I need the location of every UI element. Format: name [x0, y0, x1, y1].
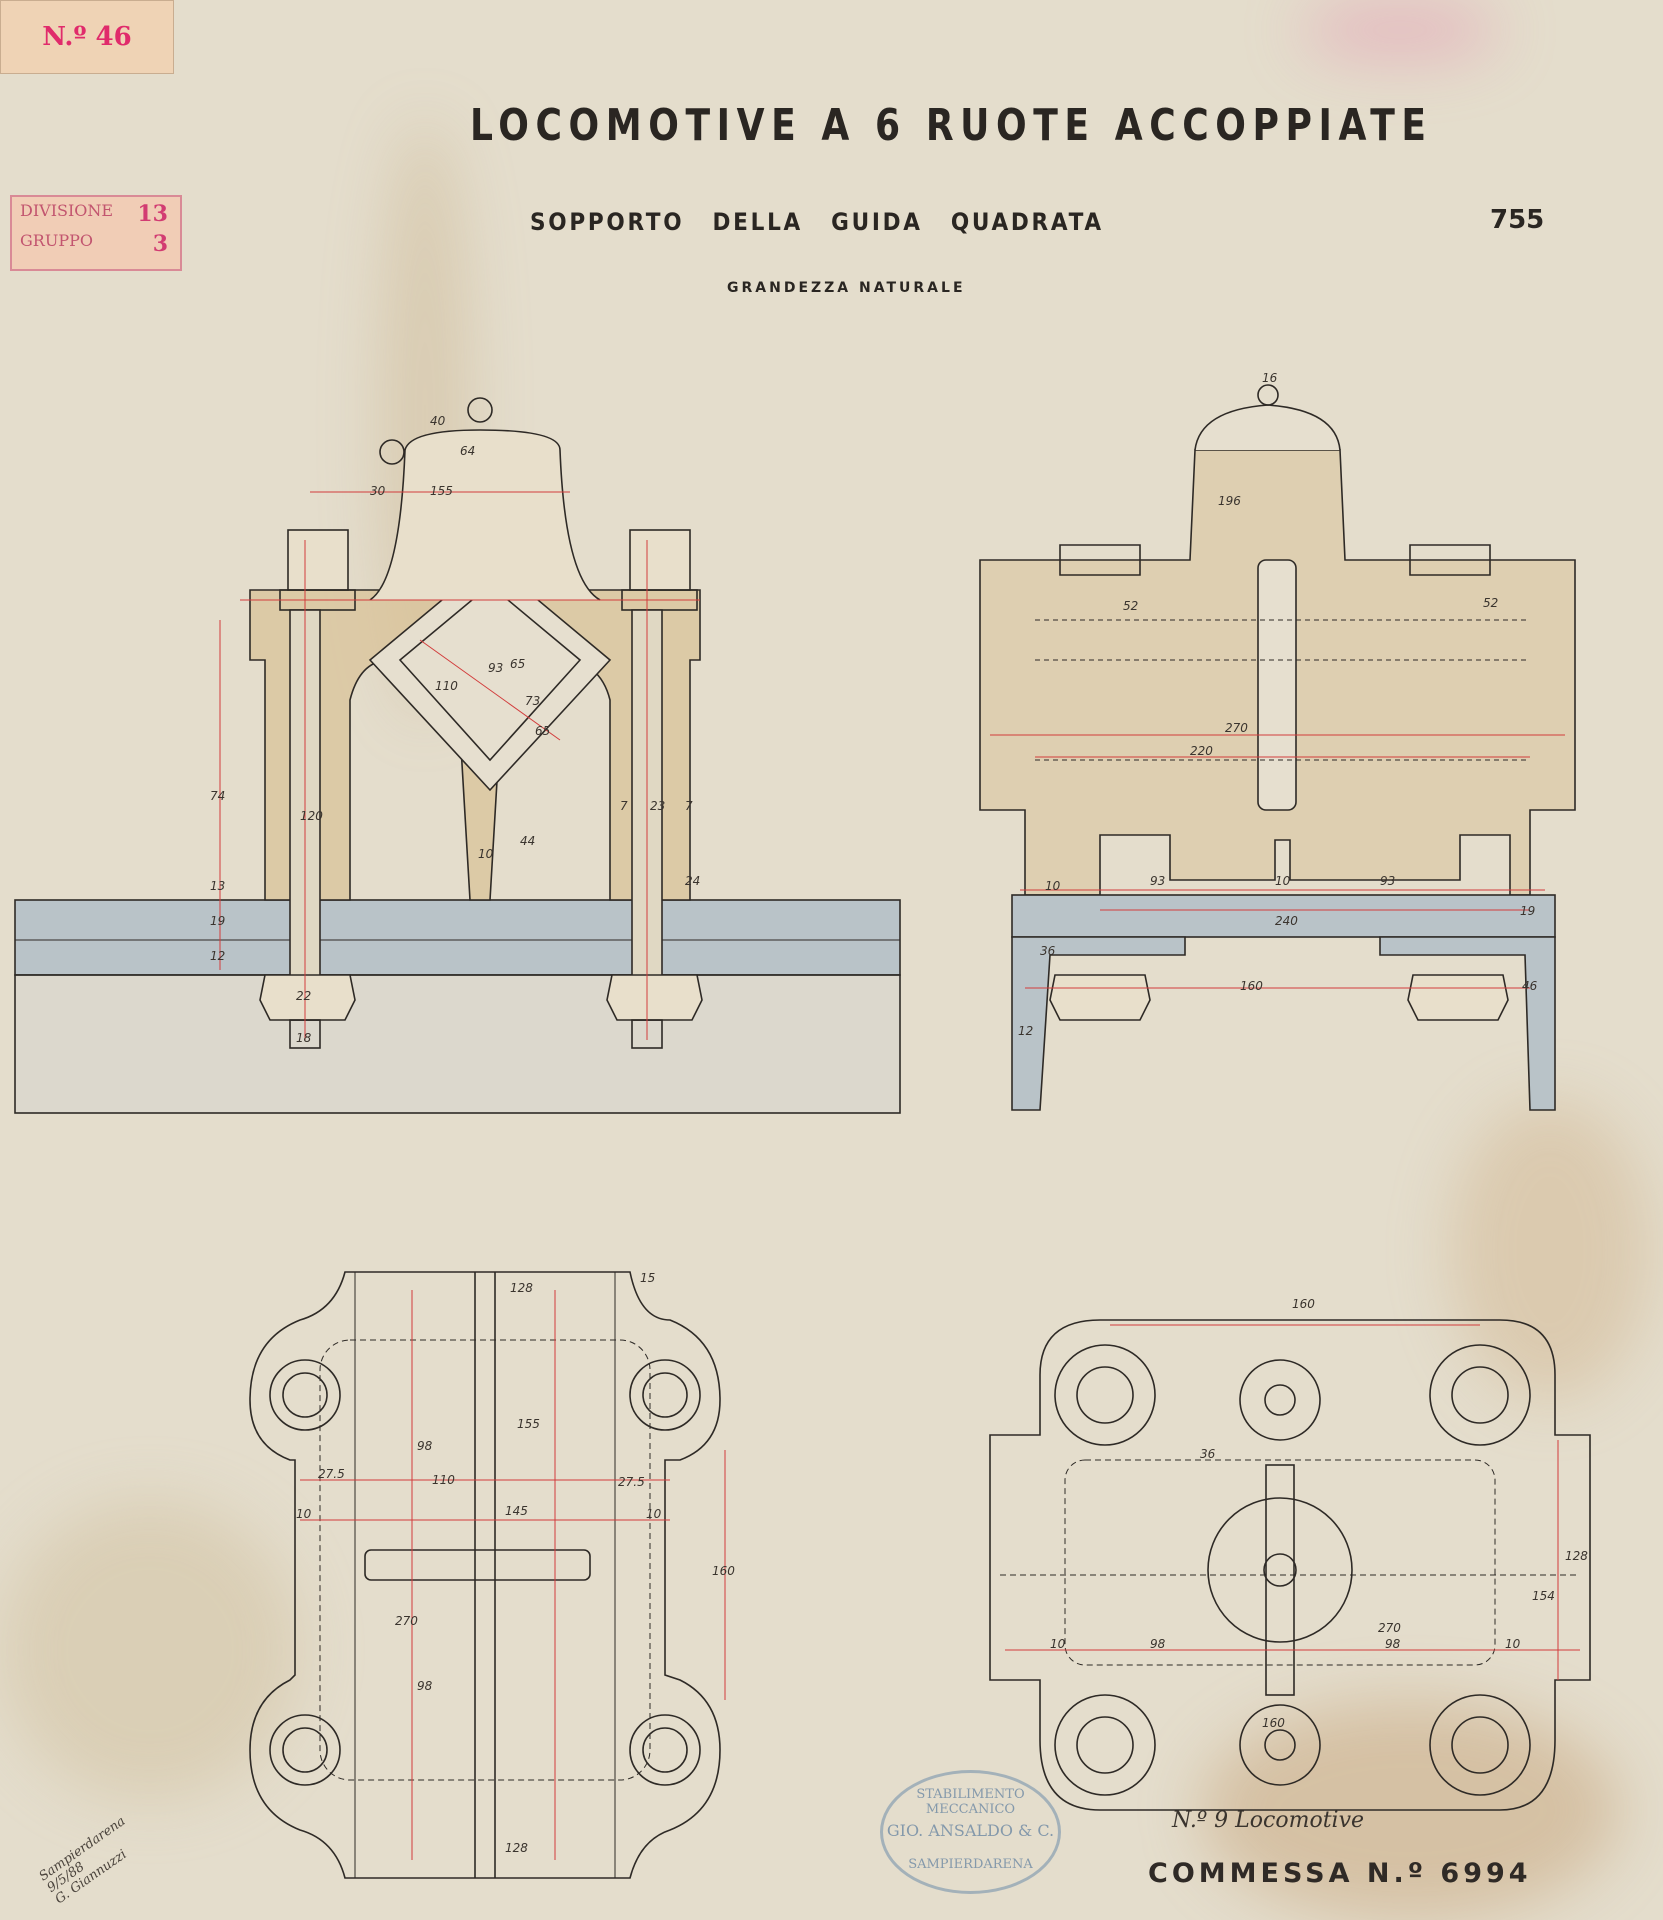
dim-label: 65 [535, 724, 550, 738]
dim-label: 10 [1505, 1637, 1521, 1651]
dim-label: 10 [1275, 874, 1291, 888]
dim-label: 24 [685, 874, 700, 888]
dim-label: 93 [1380, 874, 1395, 888]
dim-label: 73 [525, 694, 540, 708]
dim-label: 93 [488, 661, 503, 675]
dim-label: 128 [1565, 1549, 1588, 1563]
dim-label: 270 [1378, 1621, 1401, 1635]
dim-label: 98 [417, 1439, 433, 1453]
sheet-number: 755 [1490, 205, 1545, 235]
handwritten-note: N.º 9 Locomotive [1172, 1808, 1365, 1833]
dim-label: 7 [685, 799, 693, 813]
drawing-subtitle: SOPPORTO DELLA GUIDA QUADRATA [530, 208, 1104, 236]
dim-label: 19 [1520, 904, 1535, 918]
dim-label: 98 [1385, 1637, 1401, 1651]
dim-label: 270 [1225, 721, 1248, 735]
dim-label: 40 [430, 414, 446, 428]
dim-label: 10 [296, 1507, 312, 1521]
dim-label: 145 [505, 1504, 528, 1518]
company-stamp: STABILIMENTO MECCANICO GIO. ANSALDO & C.… [880, 1770, 1061, 1894]
dim-label: 240 [1275, 914, 1298, 928]
division-value: 13 [137, 201, 168, 227]
dim-label: 13 [210, 879, 225, 893]
plan-view-left [249, 1271, 726, 1879]
dim-label: 10 [478, 847, 494, 861]
dim-label: 155 [430, 484, 453, 498]
dim-label: 128 [510, 1281, 533, 1295]
dim-label: 52 [1123, 599, 1138, 613]
dim-label: 110 [435, 679, 458, 693]
dim-label: 120 [300, 809, 323, 823]
order-number: COMMESSA N.º 6994 [1148, 1858, 1532, 1889]
dim-label: 30 [370, 484, 386, 498]
dim-label: 160 [1292, 1297, 1315, 1311]
front-elevation-view [14, 397, 901, 1114]
sheet-tag: N.º 46 [0, 0, 174, 74]
dim-label: 65 [510, 657, 525, 671]
dim-label: 154 [1532, 1589, 1555, 1603]
dim-label: 93 [1150, 874, 1165, 888]
dim-label: 160 [1262, 1716, 1285, 1730]
dim-label: 220 [1190, 744, 1213, 758]
dim-label: 19 [210, 914, 225, 928]
dim-label: 18 [296, 1031, 312, 1045]
scale-note: GRANDEZZA NATURALE [727, 280, 966, 296]
dimension-labels: 155 110 93 65 73 65 120 74 13 19 12 22 1… [210, 371, 1588, 1855]
dim-label: 64 [460, 444, 475, 458]
dim-label: 23 [650, 799, 665, 813]
division-label: DIVISIONE 13 GRUPPO 3 [10, 195, 182, 271]
dim-label: 15 [640, 1271, 655, 1285]
dim-label: 36 [1040, 944, 1056, 958]
plan-view-right [989, 1319, 1591, 1811]
side-elevation-view [979, 384, 1576, 1111]
stamp-line-1: STABILIMENTO MECCANICO [916, 1787, 1025, 1817]
group-key: GRUPPO [20, 231, 93, 250]
dim-label: 10 [1050, 1637, 1066, 1651]
dim-label: 12 [210, 949, 225, 963]
dim-label: 98 [417, 1679, 433, 1693]
dim-label: 12 [1018, 1024, 1033, 1038]
dim-label: 10 [646, 1507, 662, 1521]
stamp-line-2: GIO. ANSALDO & C. [886, 1821, 1055, 1840]
group-value: 3 [152, 231, 168, 257]
dim-label: 27.5 [618, 1475, 645, 1489]
dim-label: 98 [1150, 1637, 1166, 1651]
dim-label: 160 [1240, 979, 1263, 993]
dim-label: 74 [210, 789, 225, 803]
dim-label: 27.5 [318, 1467, 345, 1481]
dim-label: 160 [712, 1564, 735, 1578]
dim-label: 46 [1522, 979, 1538, 993]
dim-label: 16 [1262, 371, 1278, 385]
stamp-line-3: SAMPIERDARENA [908, 1857, 1033, 1872]
dim-label: 36 [1200, 1447, 1216, 1461]
dim-label: 110 [432, 1473, 455, 1487]
division-key: DIVISIONE [20, 201, 114, 220]
dim-label: 44 [520, 834, 535, 848]
dim-label: 270 [395, 1614, 418, 1628]
dim-label: 155 [517, 1417, 540, 1431]
dim-label: 10 [1045, 879, 1061, 893]
dim-label: 128 [505, 1841, 528, 1855]
dim-label: 22 [296, 989, 311, 1003]
dim-label: 52 [1483, 596, 1498, 610]
dim-label: 196 [1218, 494, 1241, 508]
dim-label: 7 [620, 799, 628, 813]
drawing-title: LOCOMOTIVE A 6 RUOTE ACCOPPIATE [470, 100, 1433, 151]
